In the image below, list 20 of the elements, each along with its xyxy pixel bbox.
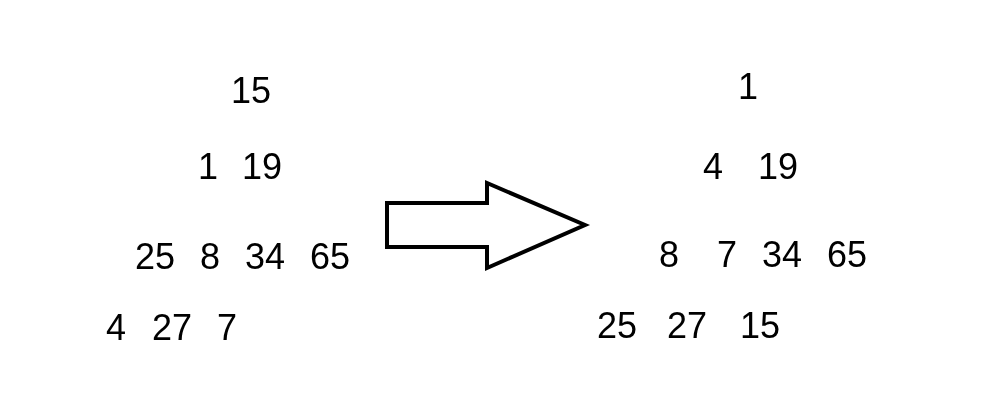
number-label: 7 [717,236,738,273]
number-label: 34 [245,238,286,275]
number-label: 19 [758,148,799,185]
number-label: 7 [217,309,238,346]
number-label: 27 [152,309,193,346]
number-label: 65 [827,236,868,273]
number-label: 8 [200,238,221,275]
number-label: 15 [740,307,781,344]
number-label: 27 [667,307,708,344]
number-label: 19 [242,148,283,185]
number-label: 65 [310,238,351,275]
number-label: 1 [738,68,759,105]
number-label: 4 [106,309,127,346]
number-label: 15 [231,72,272,109]
number-label: 1 [198,148,219,185]
number-label: 8 [659,236,680,273]
number-label: 25 [135,238,176,275]
number-label: 25 [597,307,638,344]
number-label: 4 [703,148,724,185]
number-label: 34 [762,236,803,273]
